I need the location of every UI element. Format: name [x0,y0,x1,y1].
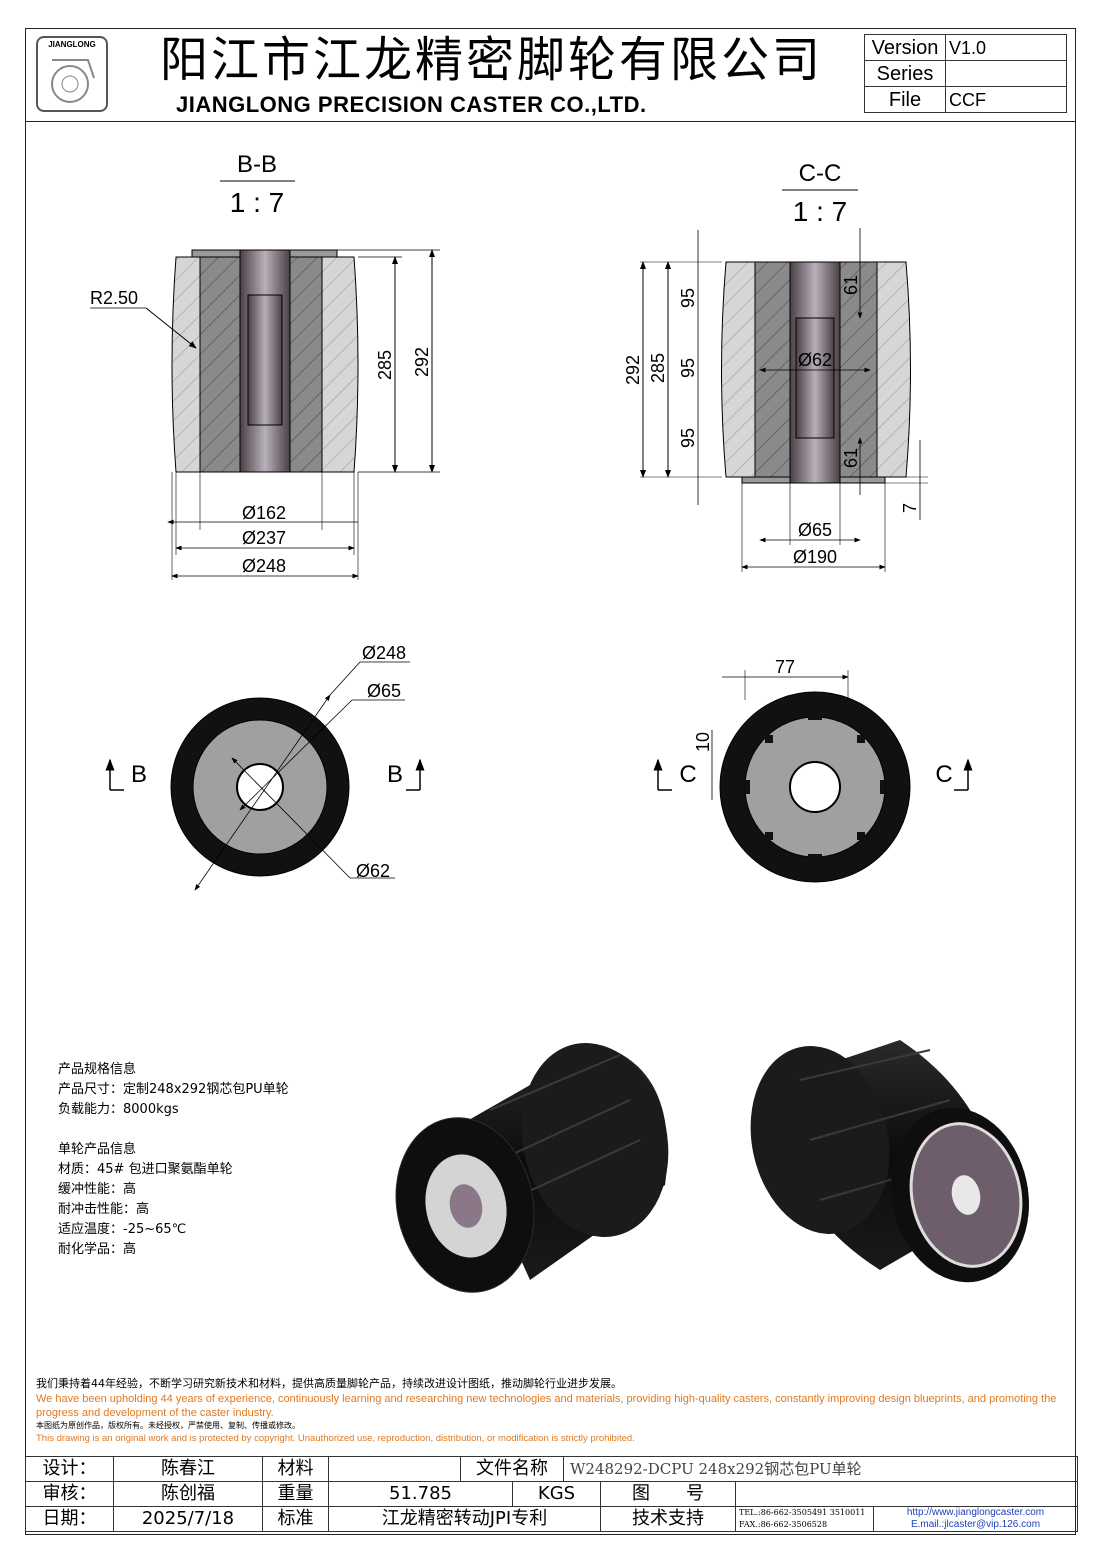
section-mark-b-right: B [387,761,403,788]
designer: 陈春江 [113,1456,263,1482]
spec-line: 材质：45# 包进口聚氨酯单轮 [58,1162,233,1177]
section-mark-b-left: B [131,761,147,788]
spec-line: 缓冲性能：高 [58,1182,137,1197]
note-cn: 我们秉持着44年经验，不断学习研究新技术和材料，提供高质量脚轮产品，持续改进设计… [36,1377,622,1390]
render-3d-front [395,1042,669,1293]
company-logo: JIANGLONG [36,36,108,112]
weight-value: 51.785 [328,1481,513,1507]
spec-line: 耐冲击性能：高 [58,1202,150,1217]
website-link[interactable]: http://www.jianglongcaster.com [906,1507,1045,1519]
standard-value: 江龙精密转动JPI专利 [328,1506,601,1532]
caster-logo-icon [51,59,95,103]
dim-height-285: 285 [648,353,668,383]
dim-height-292: 292 [412,347,432,377]
filename-value: W248292-DCPU 248x292钢芯包PU单轮 [563,1456,1078,1482]
copyright-cn: 本图纸为原创作品，版权所有。未经授权，严禁使用、复制、传播或修改。 [36,1421,300,1430]
logo-text: JIANGLONG [48,40,96,49]
note-en: We have been upholding 44 years of exper… [36,1393,1057,1419]
file-label: File [864,86,946,113]
render-3d-back [750,1040,1029,1283]
dim-flange-7: 7 [900,503,920,513]
spec-spacer [58,1120,289,1140]
filename-label: 文件名称 [460,1456,564,1482]
dim-d190: Ø190 [793,547,837,567]
section-c-c: C-C 1 : 7 292 285 95 95 95 Ø62 61 61 7 Ø… [623,160,928,572]
dim-height-285: 285 [375,350,395,380]
dim-d162: Ø162 [242,503,286,523]
dim-seg-95-top: 95 [678,288,698,308]
dim-bore-d62: Ø62 [798,350,832,370]
dim-height-292: 292 [623,355,643,385]
review-label: 审核： [25,1481,114,1507]
dim-seg-95-bottom: 95 [678,428,698,448]
spec-line: 适应温度：-25~65℃ [58,1222,187,1237]
series-value [945,60,1067,87]
date-value: 2025/7/18 [113,1506,263,1532]
tel: TEL.:86-662-3505491 3510011 [739,1508,866,1517]
email-link[interactable]: E.mail.:jlcaster@vip.126.com [910,1519,1041,1530]
title-block: 设计： 陈春江 材料 文件名称 W248292-DCPU 248x292钢芯包P… [25,1456,1078,1532]
fax: FAX.:86-662-3506528 [739,1520,828,1529]
reviewer: 陈创福 [113,1481,263,1507]
drawing-no-value [735,1481,1078,1507]
product-spec: 产品规格信息 产品尺寸：定制248x292钢芯包PU单轮 负载能力：8000kg… [58,1060,289,1260]
company-name-en: JIANGLONG PRECISION CASTER CO.,LTD. [176,92,647,117]
standard-label: 标准 [262,1506,329,1532]
header-divider [25,121,1076,122]
dim-keyway-61-top: 61 [841,275,861,295]
section-title: C-C [799,160,842,187]
dim-seg-95-mid: 95 [678,358,698,378]
section-scale: 1 : 7 [793,196,847,227]
series-label: Series [864,60,946,87]
weight-unit: KGS [512,1481,601,1507]
design-label: 设计： [25,1456,114,1482]
support-label: 技术支持 [600,1506,736,1532]
dim-d248: Ø248 [242,556,286,576]
copyright-en: This drawing is an original work and is … [36,1433,635,1444]
material-value [328,1456,461,1482]
drawing-no-label: 图 号 [600,1481,736,1507]
material-label: 材料 [262,1456,329,1482]
dim-keyway-61-bottom: 61 [841,448,861,468]
notes: 我们秉持着44年经验，不断学习研究新技术和材料，提供高质量脚轮产品，持续改进设计… [36,1376,1076,1452]
spec-line: 单轮产品信息 [58,1142,137,1157]
weight-label: 重量 [262,1481,329,1507]
spec-line: 产品尺寸：定制248x292钢芯包PU单轮 [58,1082,289,1097]
dim-d237: Ø237 [242,528,286,548]
dim-keyway-width-77: 77 [775,657,795,677]
spec-line: 耐化学品：高 [58,1242,137,1257]
section-scale: 1 : 7 [230,187,284,218]
drawing-frame [25,28,1076,1535]
section-title: B-B [237,151,277,178]
file-value: CCF [945,86,1067,113]
contact-web: http://www.jianglongcaster.com E.mail.:j… [873,1506,1078,1532]
spec-line: 负载能力：8000kgs [58,1102,179,1117]
section-b-b: B-B 1 : 7 285 292 R2.50 Ø162 Ø237 Ø248 [90,151,440,580]
contact-phone: TEL.:86-662-3505491 3510011 FAX.:86-662-… [735,1506,874,1532]
version-value: V1.0 [945,34,1067,61]
front-view-b: Ø248 Ø65 Ø62 B B [105,643,425,891]
date-label: 日期： [25,1506,114,1532]
dim-d62: Ø62 [356,861,390,881]
dim-radius: R2.50 [90,288,138,308]
dim-keyway-depth-10: 10 [693,732,713,752]
section-mark-c-left: C [679,761,696,788]
spec-line: 产品规格信息 [58,1062,137,1077]
front-view-c: 77 10 C C [653,657,973,883]
dim-d65: Ø65 [798,520,832,540]
company-name-cn: 阳江市江龙精密脚轮有限公司 [160,32,824,88]
section-mark-c-right: C [935,761,952,788]
dim-d65: Ø65 [367,681,401,701]
dim-d248: Ø248 [362,643,406,663]
